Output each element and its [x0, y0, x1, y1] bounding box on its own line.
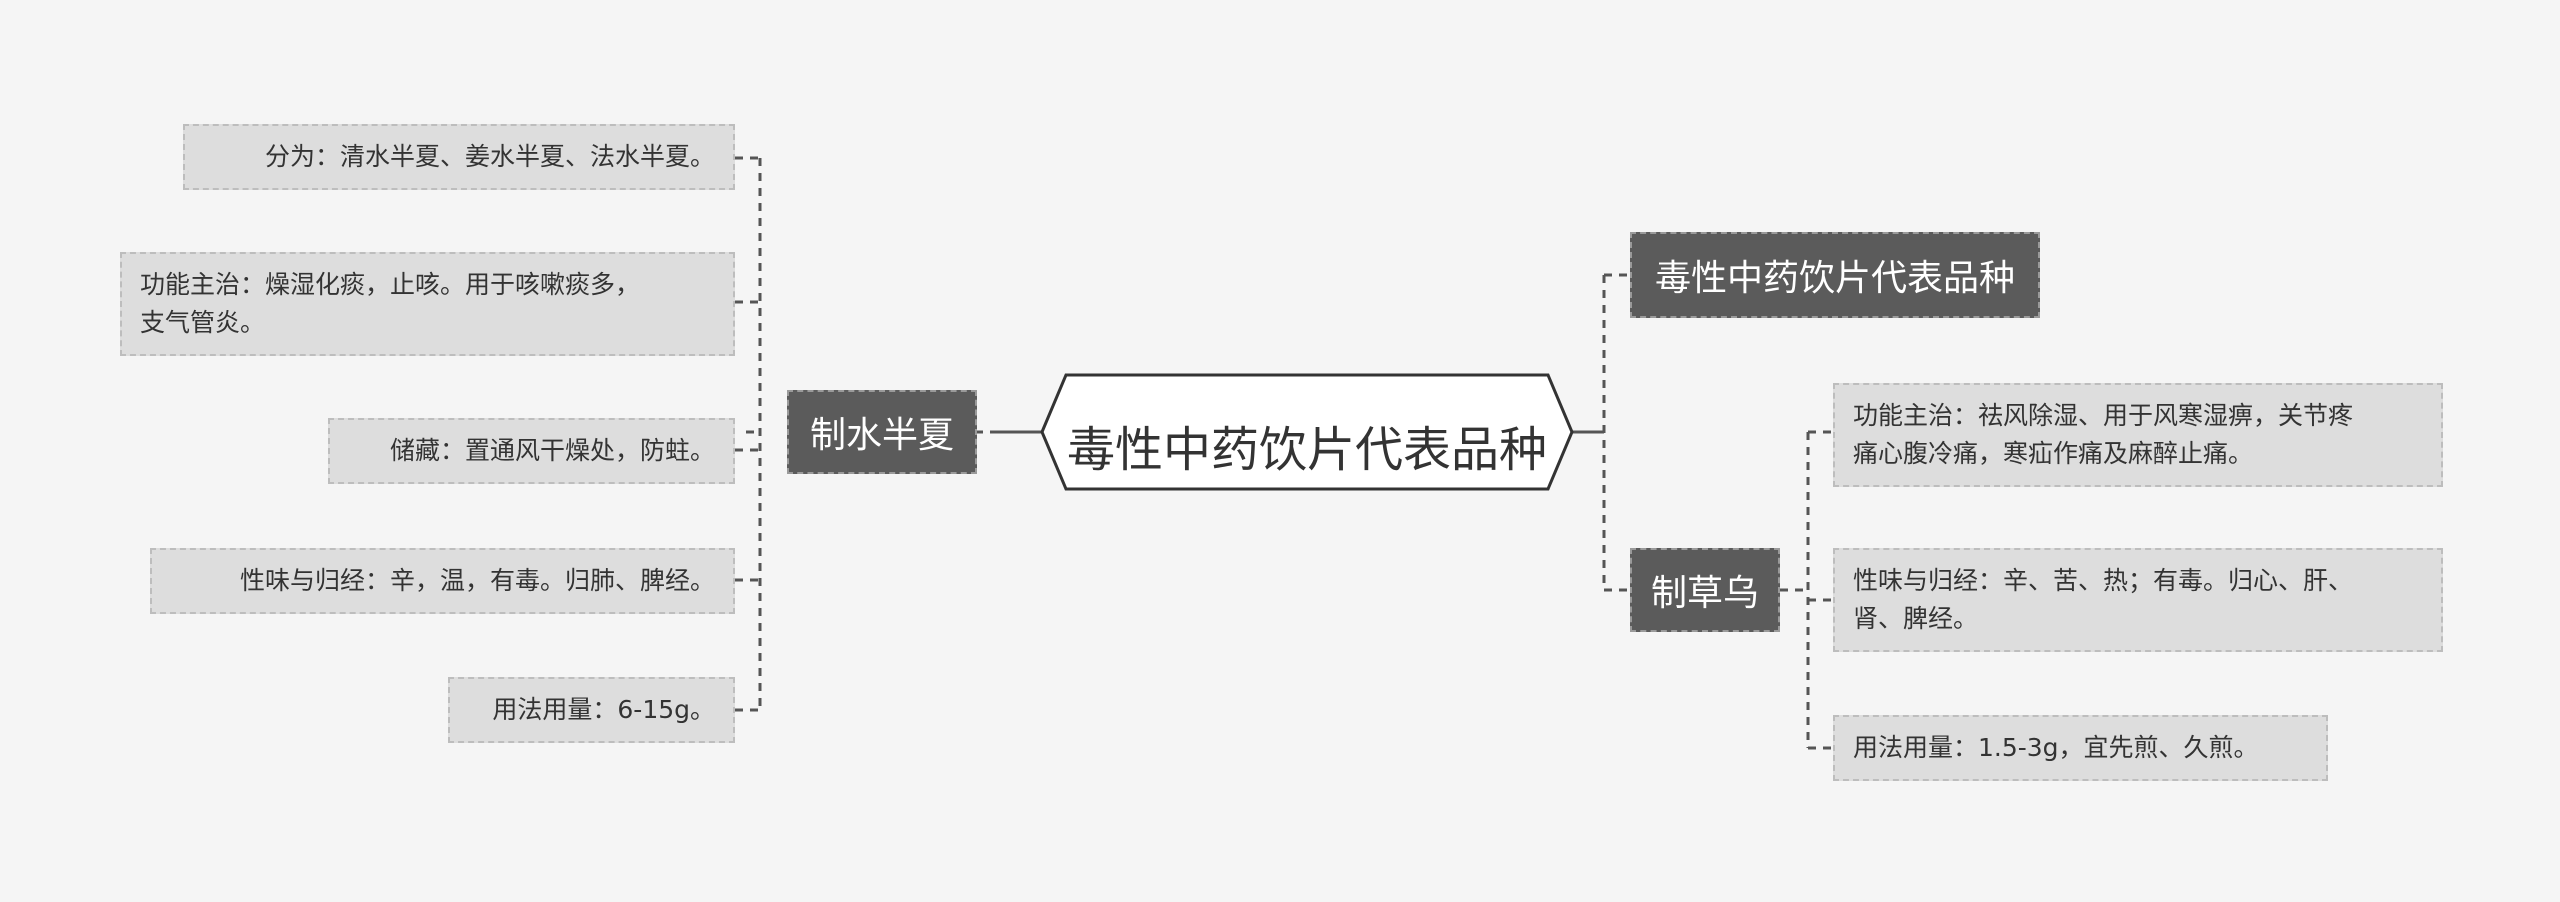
- leaf-text: 储藏：置通风干燥处，防蛀。: [389, 436, 715, 465]
- branch-label: 制水半夏: [809, 415, 954, 456]
- leaf-node[interactable]: 用法用量：1.5-3g，宜先煎、久煎。: [1833, 715, 2328, 781]
- leaf-node[interactable]: 储藏：置通风干燥处，防蛀。: [328, 418, 735, 484]
- leaf-text: 性味与归经：辛，温，有毒。归肺、脾经。: [239, 566, 715, 595]
- root-node-label[interactable]: 毒性中药饮片代表品种: [1066, 422, 1547, 478]
- leaf-node[interactable]: 功能主治：燥湿化痰，止咳。用于咳嗽痰多， 支气管炎。: [120, 252, 735, 356]
- leaf-node[interactable]: 用法用量：6-15g。: [448, 677, 735, 743]
- branch-label: 制草乌: [1650, 573, 1759, 614]
- branch-node-zhi-caowu[interactable]: 制草乌: [1630, 548, 1780, 632]
- leaf-text: 性味与归经：辛、苦、热；有毒。归心、肝、 肾、脾经。: [1853, 566, 2354, 633]
- leaf-text: 用法用量：1.5-3g，宜先煎、久煎。: [1853, 733, 2259, 762]
- leaf-node[interactable]: 功能主治：祛风除湿、用于风寒湿痹，关节疼 痛心腹冷痛，寒疝作痛及麻醉止痛。: [1833, 383, 2443, 487]
- root-hexagon-shape: [1040, 373, 1574, 491]
- leaf-node[interactable]: 性味与归经：辛，温，有毒。归肺、脾经。: [150, 548, 735, 614]
- leaf-text: 分为：清水半夏、姜水半夏、法水半夏。: [264, 142, 715, 171]
- leaf-text: 功能主治：祛风除湿、用于风寒湿痹，关节疼 痛心腹冷痛，寒疝作痛及麻醉止痛。: [1853, 401, 2354, 468]
- leaf-text: 功能主治：燥湿化痰，止咳。用于咳嗽痰多， 支气管炎。: [140, 270, 641, 337]
- leaf-node[interactable]: 分为：清水半夏、姜水半夏、法水半夏。: [183, 124, 735, 190]
- leaf-node[interactable]: 性味与归经：辛、苦、热；有毒。归心、肝、 肾、脾经。: [1833, 548, 2443, 652]
- branch-node-title-repeat[interactable]: 毒性中药饮片代表品种: [1630, 232, 2040, 318]
- branch-node-zhishui-banxia[interactable]: 制水半夏: [787, 390, 977, 474]
- leaf-text: 用法用量：6-15g。: [492, 695, 715, 724]
- branch-label: 毒性中药饮片代表品种: [1654, 258, 2015, 299]
